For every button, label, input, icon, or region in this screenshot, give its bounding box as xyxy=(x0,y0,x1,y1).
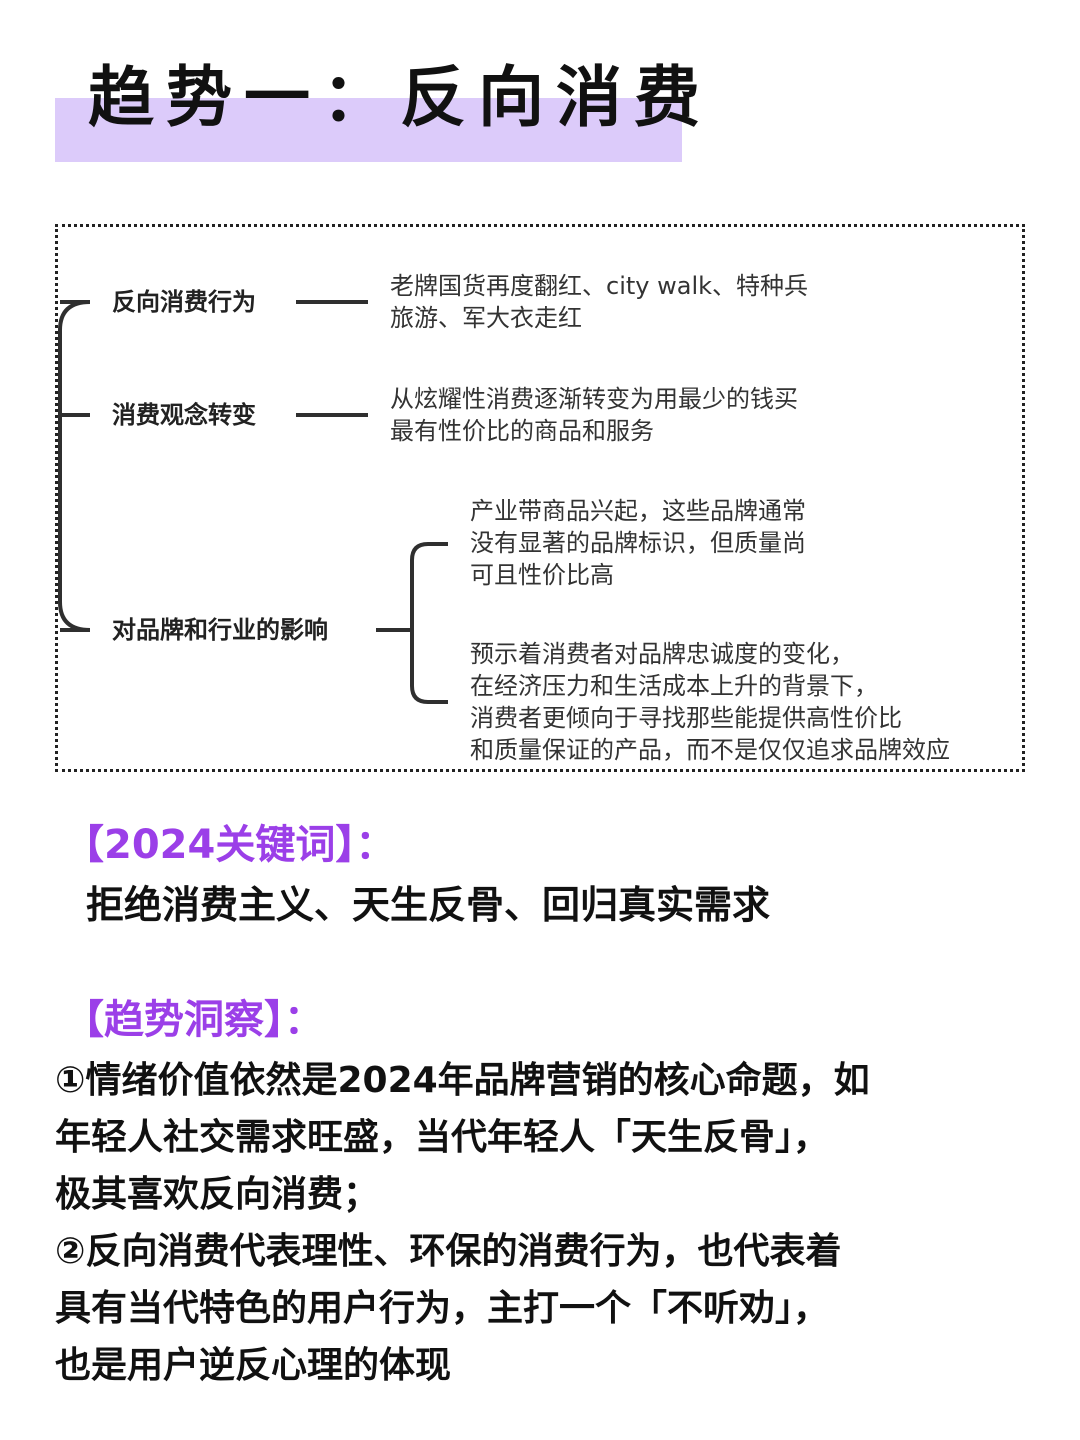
branch-2-desc-line: 最有性价比的商品和服务 xyxy=(390,417,654,445)
keywords-text: 拒绝消费主义、天生反骨、回归真实需求 xyxy=(86,883,771,927)
branch-2-label: 消费观念转变 xyxy=(112,401,256,429)
insight-line: 极其喜欢反向消费； xyxy=(55,1174,380,1215)
branch-3-child-1-line: 没有显著的品牌标识，但质量尚 xyxy=(470,529,806,557)
branch-2-desc-line: 从炫耀性消费逐渐转变为用最少的钱买 xyxy=(390,385,798,413)
branch-1-desc-line: 旅游、军大衣走红 xyxy=(390,304,582,332)
branch-3-child-2-line: 消费者更倾向于寻找那些能提供高性价比 xyxy=(470,704,902,732)
branch-3-label: 对品牌和行业的影响 xyxy=(112,616,328,644)
branch-3-child-2-line: 在经济压力和生活成本上升的背景下， xyxy=(470,672,878,700)
branch-3-child-1-desc: 产业带商品兴起，这些品牌通常 没有显著的品牌标识，但质量尚 可且性价比高 xyxy=(470,495,806,591)
branch-1-desc: 老牌国货再度翻红、city walk、特种兵 旅游、军大衣走红 xyxy=(390,270,808,334)
insight-line: ①情绪价值依然是2024年品牌营销的核心命题，如 xyxy=(55,1060,870,1101)
insight-line: 也是用户逆反心理的体现 xyxy=(55,1345,452,1386)
page-title: 趋势一：反向消费 xyxy=(88,59,712,136)
branch-1-desc-line: 老牌国货再度翻红、city walk、特种兵 xyxy=(390,272,809,300)
mindmap-frame xyxy=(55,224,1025,772)
branch-3-child-1-line: 可且性价比高 xyxy=(470,561,614,589)
branch-2-desc: 从炫耀性消费逐渐转变为用最少的钱买 最有性价比的商品和服务 xyxy=(390,383,798,447)
insight-heading: 【趋势洞察】： xyxy=(64,997,324,1043)
branch-3-child-2-line: 和质量保证的产品，而不是仅仅追求品牌效应 xyxy=(470,736,950,764)
insight-body: ①情绪价值依然是2024年品牌营销的核心命题，如 年轻人社交需求旺盛，当代年轻人… xyxy=(55,1052,870,1394)
keywords-heading: 【2024关键词】： xyxy=(64,822,396,868)
branch-3-child-2-line: 预示着消费者对品牌忠诚度的变化， xyxy=(470,640,854,668)
insight-line: 具有当代特色的用户行为，主打一个「不听劝」， xyxy=(55,1288,830,1329)
insight-line: 年轻人社交需求旺盛，当代年轻人「天生反骨」， xyxy=(55,1117,830,1158)
branch-3-child-1-line: 产业带商品兴起，这些品牌通常 xyxy=(470,497,806,525)
branch-3-child-2-desc: 预示着消费者对品牌忠诚度的变化， 在经济压力和生活成本上升的背景下， 消费者更倾… xyxy=(470,638,950,766)
insight-line: ②反向消费代表理性、环保的消费行为，也代表着 xyxy=(55,1231,842,1272)
title-highlight-bar xyxy=(55,98,682,162)
branch-1-label: 反向消费行为 xyxy=(112,288,256,316)
